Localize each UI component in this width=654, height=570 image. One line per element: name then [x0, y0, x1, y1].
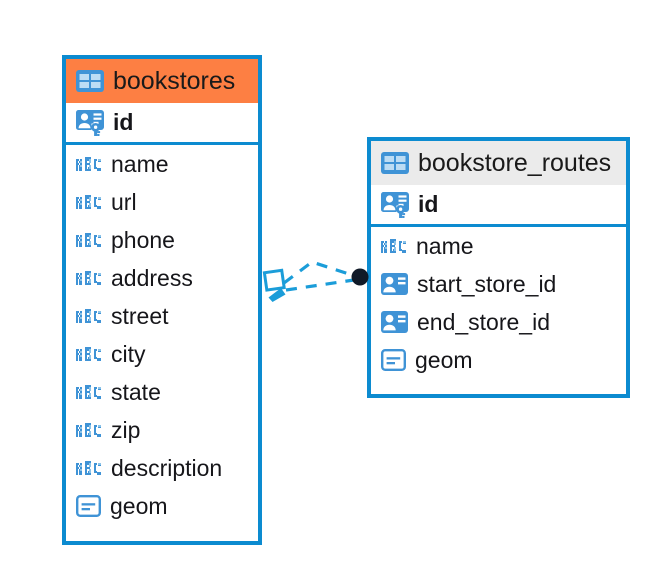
field-row[interactable]: name — [66, 145, 258, 183]
field-row[interactable]: id — [371, 185, 626, 227]
field-row[interactable]: url — [66, 183, 258, 221]
table-icon — [76, 70, 104, 92]
table-icon — [381, 152, 409, 174]
field-label: name — [111, 150, 169, 177]
field-row[interactable]: description — [66, 449, 258, 487]
abc-text-icon — [381, 239, 407, 253]
field-label: description — [111, 454, 223, 481]
foreign-key-icon — [381, 311, 408, 333]
field-row[interactable]: end_store_id — [371, 303, 626, 341]
geometry-icon — [381, 349, 407, 372]
field-list-bookstore-routes: id — [371, 185, 626, 379]
abc-text-icon — [76, 347, 102, 361]
field-row[interactable]: name — [371, 227, 626, 265]
relationship-line-lower — [285, 278, 355, 292]
foreign-key-icon — [381, 273, 408, 295]
field-label: phone — [111, 226, 175, 253]
field-row[interactable]: address — [66, 259, 258, 297]
abc-text-icon — [76, 461, 102, 475]
field-row[interactable]: start_store_id — [371, 265, 626, 303]
field-label: address — [111, 264, 193, 291]
field-row[interactable]: city — [66, 335, 258, 373]
field-label: id — [113, 109, 134, 135]
field-row[interactable]: state — [66, 373, 258, 411]
field-label: id — [418, 191, 439, 217]
field-label: state — [111, 378, 161, 405]
diamond-marker — [262, 268, 286, 302]
field-label: end_store_id — [417, 308, 550, 335]
field-row[interactable]: geom — [66, 487, 258, 525]
entity-header-bookstores[interactable]: bookstores — [66, 59, 258, 103]
entity-bookstores[interactable]: bookstores — [62, 55, 262, 545]
entity-bookstore-routes[interactable]: bookstore_routes — [367, 137, 630, 398]
field-label: geom — [415, 346, 473, 373]
primary-key-icon — [76, 109, 104, 136]
geometry-icon — [76, 495, 102, 518]
field-row[interactable]: id — [66, 103, 258, 145]
field-row[interactable]: geom — [371, 341, 626, 379]
field-label: start_store_id — [417, 270, 557, 297]
field-label: city — [111, 340, 146, 367]
field-label: street — [111, 302, 169, 329]
field-row[interactable]: street — [66, 297, 258, 335]
field-row[interactable]: phone — [66, 221, 258, 259]
abc-text-icon — [76, 309, 102, 323]
abc-text-icon — [76, 233, 102, 247]
relationship-line-upper — [283, 260, 356, 285]
field-label: geom — [110, 492, 168, 519]
entity-header-bookstore-routes[interactable]: bookstore_routes — [371, 141, 626, 185]
abc-text-icon — [76, 385, 102, 399]
entity-title: bookstores — [113, 66, 236, 95]
abc-text-icon — [76, 157, 102, 171]
field-label: name — [416, 232, 474, 259]
abc-text-icon — [76, 423, 102, 437]
field-label: url — [111, 188, 137, 215]
entity-title: bookstore_routes — [418, 148, 612, 177]
filled-circle-marker — [351, 268, 369, 286]
abc-text-icon — [76, 271, 102, 285]
primary-key-icon — [381, 191, 409, 218]
field-list-bookstores: id — [66, 103, 258, 525]
field-label: zip — [111, 416, 141, 443]
field-row[interactable]: zip — [66, 411, 258, 449]
abc-text-icon — [76, 195, 102, 209]
